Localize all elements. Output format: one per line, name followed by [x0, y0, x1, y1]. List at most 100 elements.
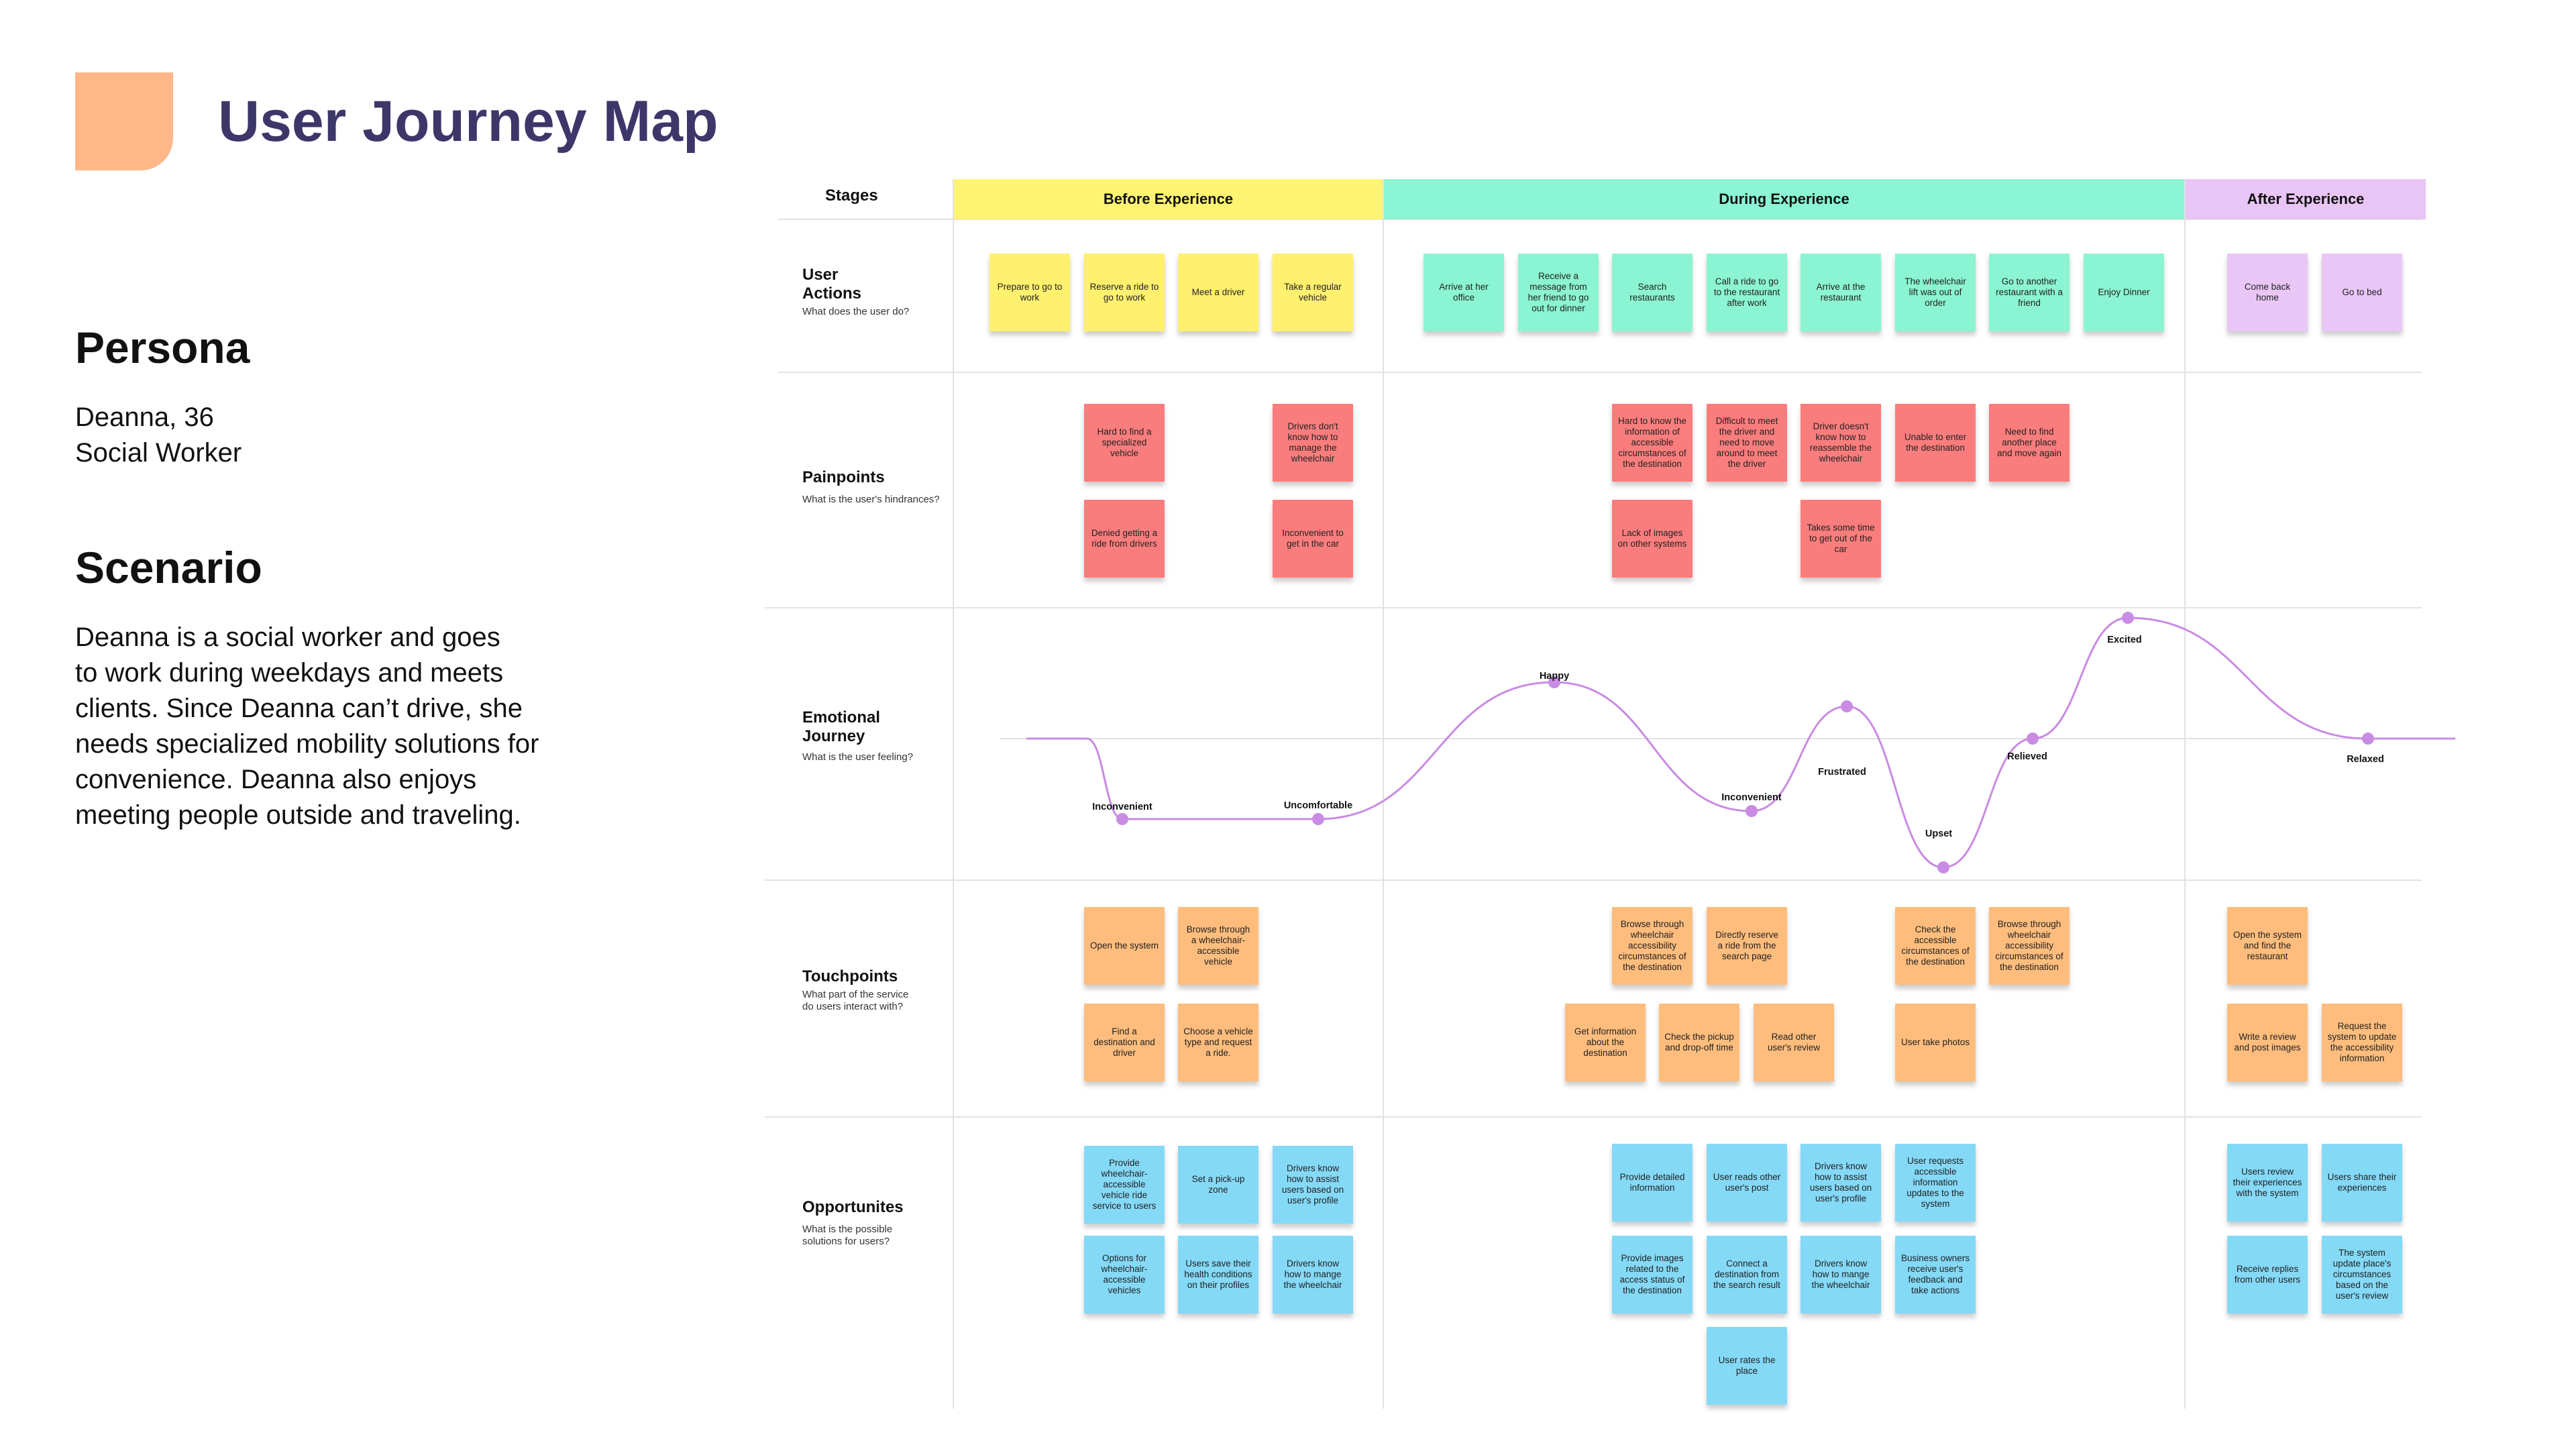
emotion-point [1548, 676, 1560, 688]
sticky-note-action: Receive a message from her friend to go … [1518, 254, 1599, 331]
sticky-note-opportunity: Set a pick-up zone [1178, 1146, 1258, 1224]
row-title: Touchpoints [802, 967, 898, 985]
sticky-note-opportunity: Drivers know how to assist users based o… [1801, 1144, 1881, 1222]
sticky-note-painpoint: Drivers don't know how to manage the whe… [1273, 404, 1353, 482]
emotion-label: Inconvenient [1721, 792, 1782, 803]
sticky-note-action: Prepare to go to work [989, 254, 1070, 331]
grid-line [765, 1116, 2422, 1118]
sticky-note-opportunity: Users save their health conditions on th… [1178, 1236, 1258, 1313]
sticky-note-touchpoint: Check the accessible circumstances of th… [1895, 907, 1976, 985]
grid-line [2184, 179, 2186, 1409]
sticky-note-painpoint: Hard to find a specialized vehicle [1084, 404, 1165, 482]
sticky-note-painpoint: Need to find another place and move agai… [1989, 404, 2070, 482]
sticky-note-painpoint: Hard to know the information of accessib… [1612, 404, 1693, 482]
emotion-label: Relieved [2007, 751, 2047, 762]
sticky-note-opportunity: Receive replies from other users [2227, 1236, 2308, 1313]
sticky-note-action: Take a regular vehicle [1273, 254, 1353, 331]
scenario-line: to work during weekdays and meets [75, 658, 504, 688]
row-label-painpoints: Painpoints What is the user's hindrances… [802, 468, 957, 506]
row-subtitle: What does the user do? [802, 306, 910, 317]
scenario-line: Deanna is a social worker and goes [75, 623, 500, 652]
scenario-line: needs specialized mobility solutions for [75, 729, 539, 759]
sticky-note-touchpoint: Browse through wheelchair accessibility … [1989, 907, 2070, 985]
sticky-note-touchpoint: User take photos [1895, 1004, 1976, 1081]
emotion-label: Relaxed [2347, 754, 2384, 765]
emotion-point [1746, 805, 1758, 817]
grid-line [778, 372, 2422, 373]
persona-heading: Persona [75, 323, 250, 372]
emotion-point [2362, 733, 2374, 745]
persona-name: Deanna, 36 [75, 402, 214, 432]
sticky-note-touchpoint: Read other user's review [1754, 1004, 1834, 1081]
row-subtitle: What is the user's hindrances? [802, 494, 940, 505]
sticky-note-painpoint: Unable to enter the destination [1895, 404, 1976, 482]
sticky-note-touchpoint: Check the pickup and drop-off time [1659, 1004, 1739, 1081]
emotion-curve [1026, 616, 2455, 869]
row-label-emotional: Emotional Journey What is the user feeli… [802, 708, 957, 763]
sticky-note-touchpoint: Directly reserve a ride from the search … [1707, 907, 1787, 985]
brand-logo [75, 72, 173, 170]
sticky-note-opportunity: The system update place's circumstances … [2322, 1236, 2402, 1313]
sticky-note-opportunity: Business owners receive user's feedback … [1895, 1236, 1976, 1313]
sticky-note-touchpoint: Browse through a wheelchair-accessible v… [1178, 907, 1258, 985]
sticky-note-opportunity: Drivers know how to assist users based o… [1273, 1146, 1353, 1224]
sticky-note-painpoint: Driver doesn't know how to reassemble th… [1801, 404, 1881, 482]
sticky-note-opportunity: Connect a destination from the search re… [1707, 1236, 1787, 1313]
sticky-note-opportunity: Provide detailed information [1612, 1144, 1693, 1222]
grid-line [765, 879, 2422, 881]
emotion-point [2027, 733, 2039, 745]
sticky-note-touchpoint: Find a destination and driver [1084, 1004, 1165, 1081]
row-label-user-actions: User Actions What does the user do? [802, 266, 957, 318]
emotion-label: Inconvenient [1092, 802, 1152, 812]
sticky-note-painpoint: Difficult to meet the driver and need to… [1707, 404, 1787, 482]
sticky-note-action: Come back home [2227, 254, 2308, 331]
sticky-note-opportunity: User requests accessible information upd… [1895, 1144, 1976, 1222]
sticky-note-touchpoint: Open the system [1084, 907, 1165, 985]
sticky-note-opportunity: User reads other user's post [1707, 1144, 1787, 1222]
emotion-label: Upset [1925, 828, 1953, 839]
row-title: Painpoints [802, 468, 885, 486]
sticky-note-touchpoint: Write a review and post images [2227, 1004, 2308, 1081]
sticky-note-action: Go to another restaurant with a friend [1989, 254, 2070, 331]
scenario-heading: Scenario [75, 543, 262, 592]
emotion-label: Uncomfortable [1283, 800, 1353, 811]
scenario-line: clients. Since Deanna can’t drive, she [75, 694, 523, 723]
emotion-point [1937, 861, 1949, 873]
sticky-note-painpoint: Lack of images on other systems [1612, 500, 1693, 578]
sticky-note-action: Search restaurants [1612, 254, 1693, 331]
sticky-note-touchpoint: Get information about the destination [1565, 1004, 1646, 1081]
emotion-point [1116, 813, 1128, 825]
sticky-note-opportunity: Drivers know how to mange the wheelchair [1801, 1236, 1881, 1313]
grid-line [953, 179, 954, 1409]
emotion-label: Excited [2107, 635, 2142, 645]
row-title: Emotional Journey [802, 708, 881, 745]
stage-during: During Experience [1384, 179, 2184, 219]
sticky-note-touchpoint: Open the system and find the restaurant [2227, 907, 2308, 985]
row-title: User Actions [802, 266, 862, 303]
sticky-note-action: The wheelchair lift was out of order [1895, 254, 1976, 331]
sticky-note-touchpoint: Request the system to update the accessi… [2322, 1004, 2402, 1081]
stages-label: Stages [825, 186, 878, 205]
row-subtitle: What is the possible solutions for users… [802, 1224, 893, 1247]
grid-line [778, 219, 2422, 220]
row-label-touchpoints: Touchpoints What part of the service do … [802, 967, 957, 1013]
sticky-note-opportunity: Provide wheelchair-accessible vehicle ri… [1084, 1146, 1165, 1224]
emotion-point [1841, 700, 1853, 712]
row-title: Opportunites [802, 1198, 904, 1216]
sticky-note-opportunity: Provide images related to the access sta… [1612, 1236, 1693, 1313]
sticky-note-opportunity: User rates the place [1707, 1327, 1787, 1405]
emotion-point [1312, 813, 1324, 825]
sticky-note-painpoint: Takes some time to get out of the car [1801, 500, 1881, 578]
sticky-note-action: Reserve a ride to go to work [1084, 254, 1165, 331]
sticky-note-action: Go to bed [2322, 254, 2402, 331]
grid-line [765, 607, 2422, 608]
sticky-note-painpoint: Denied getting a ride from drivers [1084, 500, 1165, 578]
row-subtitle: What part of the service do users intera… [802, 989, 909, 1012]
emotion-label: Happy [1539, 671, 1570, 682]
sticky-note-touchpoint: Browse through wheelchair accessibility … [1612, 907, 1693, 985]
sticky-note-action: Arrive at the restaurant [1801, 254, 1881, 331]
grid-line [1383, 179, 1384, 1409]
sticky-note-touchpoint: Choose a vehicle type and request a ride… [1178, 1004, 1258, 1081]
